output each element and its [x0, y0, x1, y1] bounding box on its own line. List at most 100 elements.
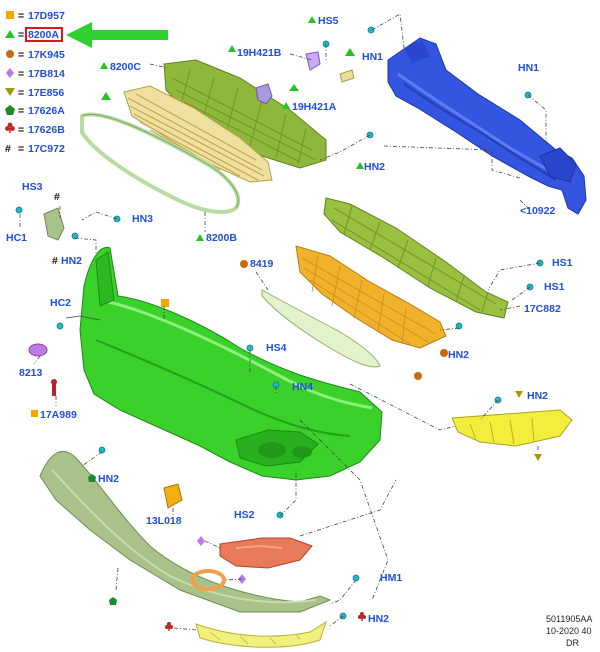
bumper-side-bracket[interactable] [451, 409, 573, 447]
fastener-icon[interactable] [71, 232, 79, 240]
callout-label[interactable]: 19H421A [292, 101, 337, 113]
callout-label[interactable]: HM1 [380, 572, 402, 584]
callout-label[interactable]: 8200C [110, 61, 141, 73]
legend-code[interactable]: 17E856 [28, 87, 64, 99]
triangle-marker-icon [196, 234, 204, 241]
lower-lip-spoiler[interactable] [195, 620, 327, 648]
callout-label[interactable]: 8213 [19, 367, 43, 379]
legend-code[interactable]: 8200A [28, 29, 59, 41]
legend-code[interactable]: 17K945 [28, 49, 65, 61]
legend-equals: = [18, 143, 24, 155]
callout-label[interactable]: 19H421B [237, 47, 282, 59]
club-marker-icon [165, 622, 173, 631]
grille-trim-strip[interactable] [261, 289, 381, 368]
callout-label[interactable]: HN2 [368, 613, 389, 625]
fastener-icon[interactable] [56, 322, 64, 330]
tow-eye-bolt-icon[interactable] [51, 379, 57, 396]
legend-equals: = [18, 68, 24, 80]
bumper-reinforcement-beam[interactable] [387, 37, 587, 215]
square-marker-icon [161, 299, 169, 307]
legend-code[interactable]: 17626B [28, 124, 65, 136]
callout-label[interactable]: HN2 [61, 255, 82, 267]
callout-label[interactable]: HN1 [362, 51, 383, 63]
callout-label[interactable]: HN1 [518, 62, 539, 74]
callout-label[interactable]: HS1 [544, 281, 565, 293]
tow-hook-cover-ring[interactable] [190, 569, 226, 591]
reference-number: 5011905AA [546, 614, 592, 624]
triangle-marker-icon [356, 162, 364, 169]
legend-code[interactable]: 17B814 [28, 68, 65, 80]
triangle-marker-icon [101, 92, 111, 100]
callout-label[interactable]: 17A989 [40, 409, 77, 421]
callout-label[interactable]: HS2 [234, 509, 255, 521]
legend-code[interactable]: 17C972 [28, 143, 65, 155]
fastener-icon[interactable] [455, 322, 463, 330]
legend-diamond-icon [6, 68, 14, 78]
legend-code[interactable]: 17D957 [28, 10, 65, 22]
green-arrow-icon [66, 22, 168, 48]
triangle-marker-icon [228, 45, 236, 52]
legend-equals: = [18, 49, 24, 61]
diamond-marker-icon [197, 536, 205, 546]
lower-air-deflector[interactable] [39, 451, 332, 613]
callout-label[interactable]: HN2 [364, 161, 385, 173]
triangle-down-marker-icon [515, 391, 523, 398]
license-plate-pad[interactable] [28, 343, 48, 357]
triangle-marker-icon [308, 16, 316, 23]
callout-label[interactable]: 17C882 [524, 303, 561, 315]
callout-label[interactable]: HS3 [22, 181, 43, 193]
pentagon-marker-icon [109, 597, 117, 605]
side-mount-bracket[interactable] [43, 207, 65, 241]
legend-equals: = [18, 124, 24, 136]
club-marker-icon [358, 612, 366, 621]
triangle-down-marker-icon [534, 454, 542, 461]
fastener-icon[interactable] [276, 511, 284, 519]
callout-label[interactable]: HN3 [132, 213, 153, 225]
callout-label[interactable]: HN2 [527, 390, 548, 402]
legend-square-icon [6, 11, 14, 19]
fastener-icon[interactable] [367, 26, 375, 34]
legend: = 17D957 = 8200A = 17K945 = 17B814 = 17E… [5, 10, 65, 155]
callout-label[interactable]: 13L018 [146, 515, 182, 527]
callout-label[interactable]: HS5 [318, 15, 339, 27]
grille-surround-frame[interactable] [80, 112, 241, 214]
callout-label[interactable]: HC2 [50, 297, 71, 309]
pentagon-marker-icon [88, 474, 96, 482]
circle-marker-icon [414, 372, 422, 380]
fog-lamp-bezel[interactable] [219, 537, 313, 569]
lower-grille[interactable] [323, 197, 509, 319]
lower-grille-mesh[interactable] [295, 245, 447, 349]
hash-marker-icon: # [54, 191, 60, 203]
legend-circle-icon [6, 50, 14, 58]
legend-equals: = [18, 29, 24, 41]
callout-label[interactable]: HS1 [552, 257, 573, 269]
callout-label[interactable]: HS4 [266, 342, 287, 354]
reference-date: 10-2020 40 [546, 626, 592, 636]
legend-equals: = [18, 87, 24, 99]
legend-highlight-box [25, 27, 63, 42]
tow-eye-cover[interactable] [163, 483, 183, 509]
legend-code[interactable]: 17626A [28, 105, 65, 117]
front-bumper-cover[interactable] [79, 246, 383, 481]
markers [31, 16, 542, 631]
fastener-icon[interactable] [352, 574, 360, 582]
fastener-icon[interactable] [15, 206, 23, 214]
triangle-marker-icon [345, 48, 355, 56]
callout-label[interactable]: HN2 [448, 349, 469, 361]
legend-triangle-icon [5, 30, 15, 38]
chrome-grille-insert[interactable] [123, 85, 273, 183]
callout-label[interactable]: 8200B [206, 232, 237, 244]
diagram-reference: 5011905AA 10-2020 40 DR [546, 614, 592, 648]
fastener-icon[interactable] [98, 446, 106, 454]
hood-latch-support[interactable] [305, 51, 355, 83]
callout-label[interactable]: 8419 [250, 258, 274, 270]
grille-clip-bracket[interactable] [255, 83, 273, 105]
callout-label[interactable]: HC1 [6, 232, 27, 244]
hash-marker-icon: # [52, 255, 58, 267]
callout-label[interactable]: HN2 [98, 473, 119, 485]
legend-club-icon [5, 122, 15, 133]
callout-label[interactable]: HN4 [292, 381, 313, 393]
callout-label[interactable]: <10922 [520, 205, 555, 217]
upper-grille[interactable] [163, 59, 327, 169]
